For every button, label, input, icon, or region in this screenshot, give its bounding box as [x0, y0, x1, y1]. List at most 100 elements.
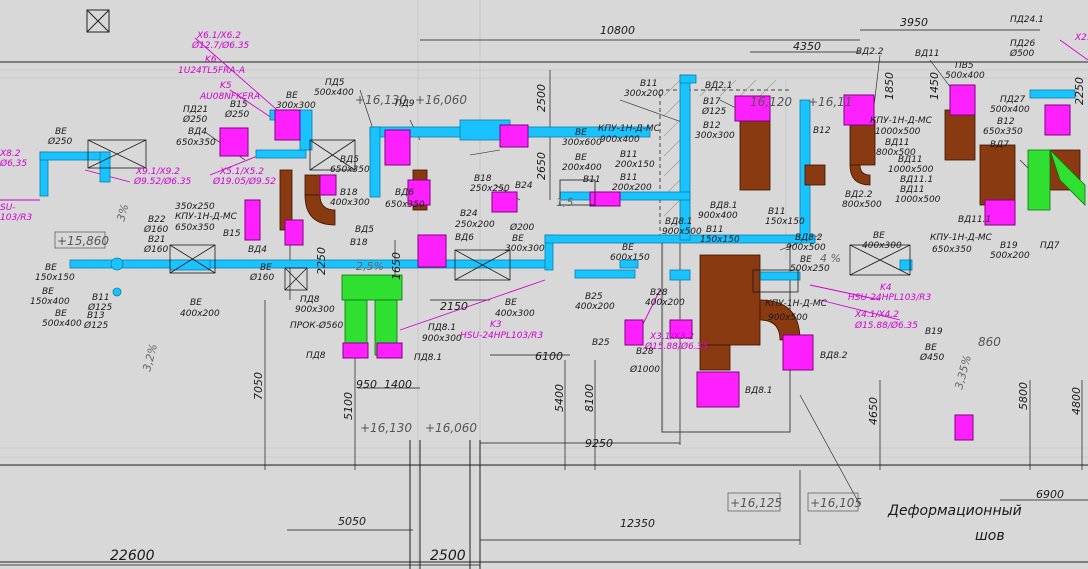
lbl-vd7: ВД7: [990, 140, 1009, 150]
lbl-vd11d: ВД11: [900, 185, 925, 195]
lbl-b15ad: Ø250: [224, 109, 250, 120]
lbl-vd11a: ВД11: [915, 49, 940, 59]
dim-3950: 3950: [900, 16, 928, 29]
dim-1450: 1450: [928, 72, 941, 100]
lbl-be-b: ВЕ: [286, 91, 298, 101]
refrigerant-labels: X6.1/X6.2 Ø12.7/Ø6.35 K6 1U24TL5FRA-A K5…: [0, 31, 1088, 352]
label-x6-diam: Ø12.7/Ø6.35: [191, 40, 250, 51]
lbl-be-ed: 400x300: [862, 241, 902, 251]
lbl-pd8ad: 900x300: [295, 305, 335, 315]
dim-5050: 5050: [338, 515, 366, 528]
lbl-be-k: ВЕ: [190, 298, 202, 308]
lbl-be-i: ВЕ: [55, 309, 67, 319]
label-k4: K4: [880, 283, 892, 293]
lbl-vd4b: ВД4: [248, 245, 267, 255]
lbl-be-nd: 600x150: [610, 253, 650, 263]
lbl-b11g: В11: [706, 225, 724, 235]
label-x9-diam: Ø9.52/Ø6.35: [133, 176, 192, 187]
lbl-b11cd: 200x200: [612, 183, 652, 193]
lbl-be-fd: Ø450: [919, 352, 945, 363]
lbl-vd81: ВД8.1: [665, 217, 693, 227]
elevation-16130-bottom: +16,130: [360, 421, 412, 435]
lbl-b19b: В19: [925, 327, 943, 337]
lbl-vd5ad: 650x350: [330, 165, 370, 175]
label-x8: X8.2: [0, 149, 21, 159]
lbl-be-dd: 200x400: [562, 163, 602, 173]
lbl-kpu4: КПУ-1Н-Д-МС: [175, 212, 238, 222]
lbl-vd5b: ВД5: [355, 225, 374, 235]
lbl-b28: В28: [650, 288, 668, 298]
dim-2250-right: 2250: [1073, 77, 1086, 105]
elevation-16105: +16,105: [810, 496, 862, 510]
lbl-vd11b: ВД11: [885, 138, 910, 148]
lbl-vd82d: 900x500: [786, 243, 826, 253]
equipment-units: [219, 84, 1071, 441]
lbl-be-l: ВЕ: [505, 298, 517, 308]
lbl-b12cd: 650x350: [983, 127, 1023, 137]
lbl-be-id: 500x400: [42, 319, 82, 329]
lbl-vd11dd: 1000x500: [895, 195, 941, 205]
dim-4800: 4800: [1070, 387, 1083, 415]
dim-950: 950: [356, 378, 377, 391]
dim-2500-horiz: 2500: [430, 548, 466, 564]
dim-2650: 2650: [535, 152, 548, 180]
lbl-b20: Ø200: [509, 222, 535, 233]
lbl-kpu5d: 900x500: [768, 313, 808, 323]
lbl-pd8a: ПД8: [300, 295, 320, 305]
lbl-kpu3: КПУ-1Н-Д-МС: [930, 233, 993, 243]
wall-lines: [0, 9, 1088, 569]
lbl-pv5: ПВ5: [955, 61, 974, 71]
lbl-b15b: В15: [223, 229, 241, 239]
lbl-vd82b: ВД8.2: [820, 351, 848, 361]
lbl-b12b: В12: [813, 126, 831, 136]
lbl-b24a: В24: [515, 181, 533, 191]
label-x6: X6.1/X6.2: [196, 31, 241, 41]
lbl-pd81bd: 900x300: [422, 334, 462, 344]
green-ducts: [341, 149, 1086, 356]
lbl-b11ed: Ø125: [87, 302, 113, 313]
label-k3: K3: [490, 320, 502, 330]
lbl-b25ad: 400x200: [575, 302, 615, 312]
label-k6-model: 1U24TL5FRA-A: [178, 66, 245, 76]
slope-3-2: 3,2%: [140, 342, 160, 372]
lbl-pd8b: ПД8: [306, 351, 326, 361]
dim-4650: 4650: [867, 397, 880, 425]
lbl-b12ad: 300x300: [695, 131, 735, 141]
lbl-b13: В13: [87, 311, 105, 321]
dim-6100: 6100: [535, 350, 563, 363]
lbl-vd4a: ВД4: [188, 127, 207, 137]
lbl-b18a: В18: [340, 188, 358, 198]
elevation-16120: 16,120: [750, 95, 792, 109]
elevation-16125: +16,125: [730, 496, 782, 510]
label-su: SU-: [0, 203, 16, 213]
lbl-vd6d: 650x350: [385, 200, 425, 210]
lbl-b11ad: 300x200: [624, 89, 664, 99]
lbl-kpu3d: 650x350: [932, 245, 972, 255]
label-k6: K6: [205, 55, 217, 65]
slope-3: 3%: [114, 203, 131, 223]
lbl-kpu1: КПУ-1Н-Д-МС: [598, 124, 661, 134]
dim-22600: 22600: [110, 548, 155, 564]
lbl-b17: В17: [703, 97, 721, 107]
dim-2250-left: 2250: [315, 247, 328, 275]
lbl-pd21: ПД21: [183, 105, 208, 115]
lbl-pd5d: 500x400: [314, 88, 354, 98]
label-x4: X4.1/X4.2: [854, 310, 899, 320]
lbl-be-c: ВЕ: [575, 128, 587, 138]
lbl-be-kd: 400x200: [180, 309, 220, 319]
dim-5400: 5400: [553, 384, 566, 412]
lbl-kpu4e: 650x350: [175, 223, 215, 233]
lbl-vd5a: ВД5: [340, 155, 359, 165]
slope-1-5: 1,5: [556, 196, 574, 209]
lbl-be-gd: 150x150: [35, 273, 75, 283]
elevation-texts: +15,860 +16,130 +16,060 +16,130 +16,060 …: [54, 93, 1001, 512]
lbl-vd21: ВД2.1: [705, 81, 733, 91]
lbl-b19a: В19: [1000, 241, 1018, 251]
lbl-b28b: В28: [636, 347, 654, 357]
dim-1850: 1850: [883, 72, 896, 100]
lbl-b22: В22: [148, 215, 166, 225]
dim-12350: 12350: [620, 517, 655, 530]
slope-4: 4 %: [820, 252, 841, 265]
lbl-be-bd: 300x300: [276, 101, 316, 111]
